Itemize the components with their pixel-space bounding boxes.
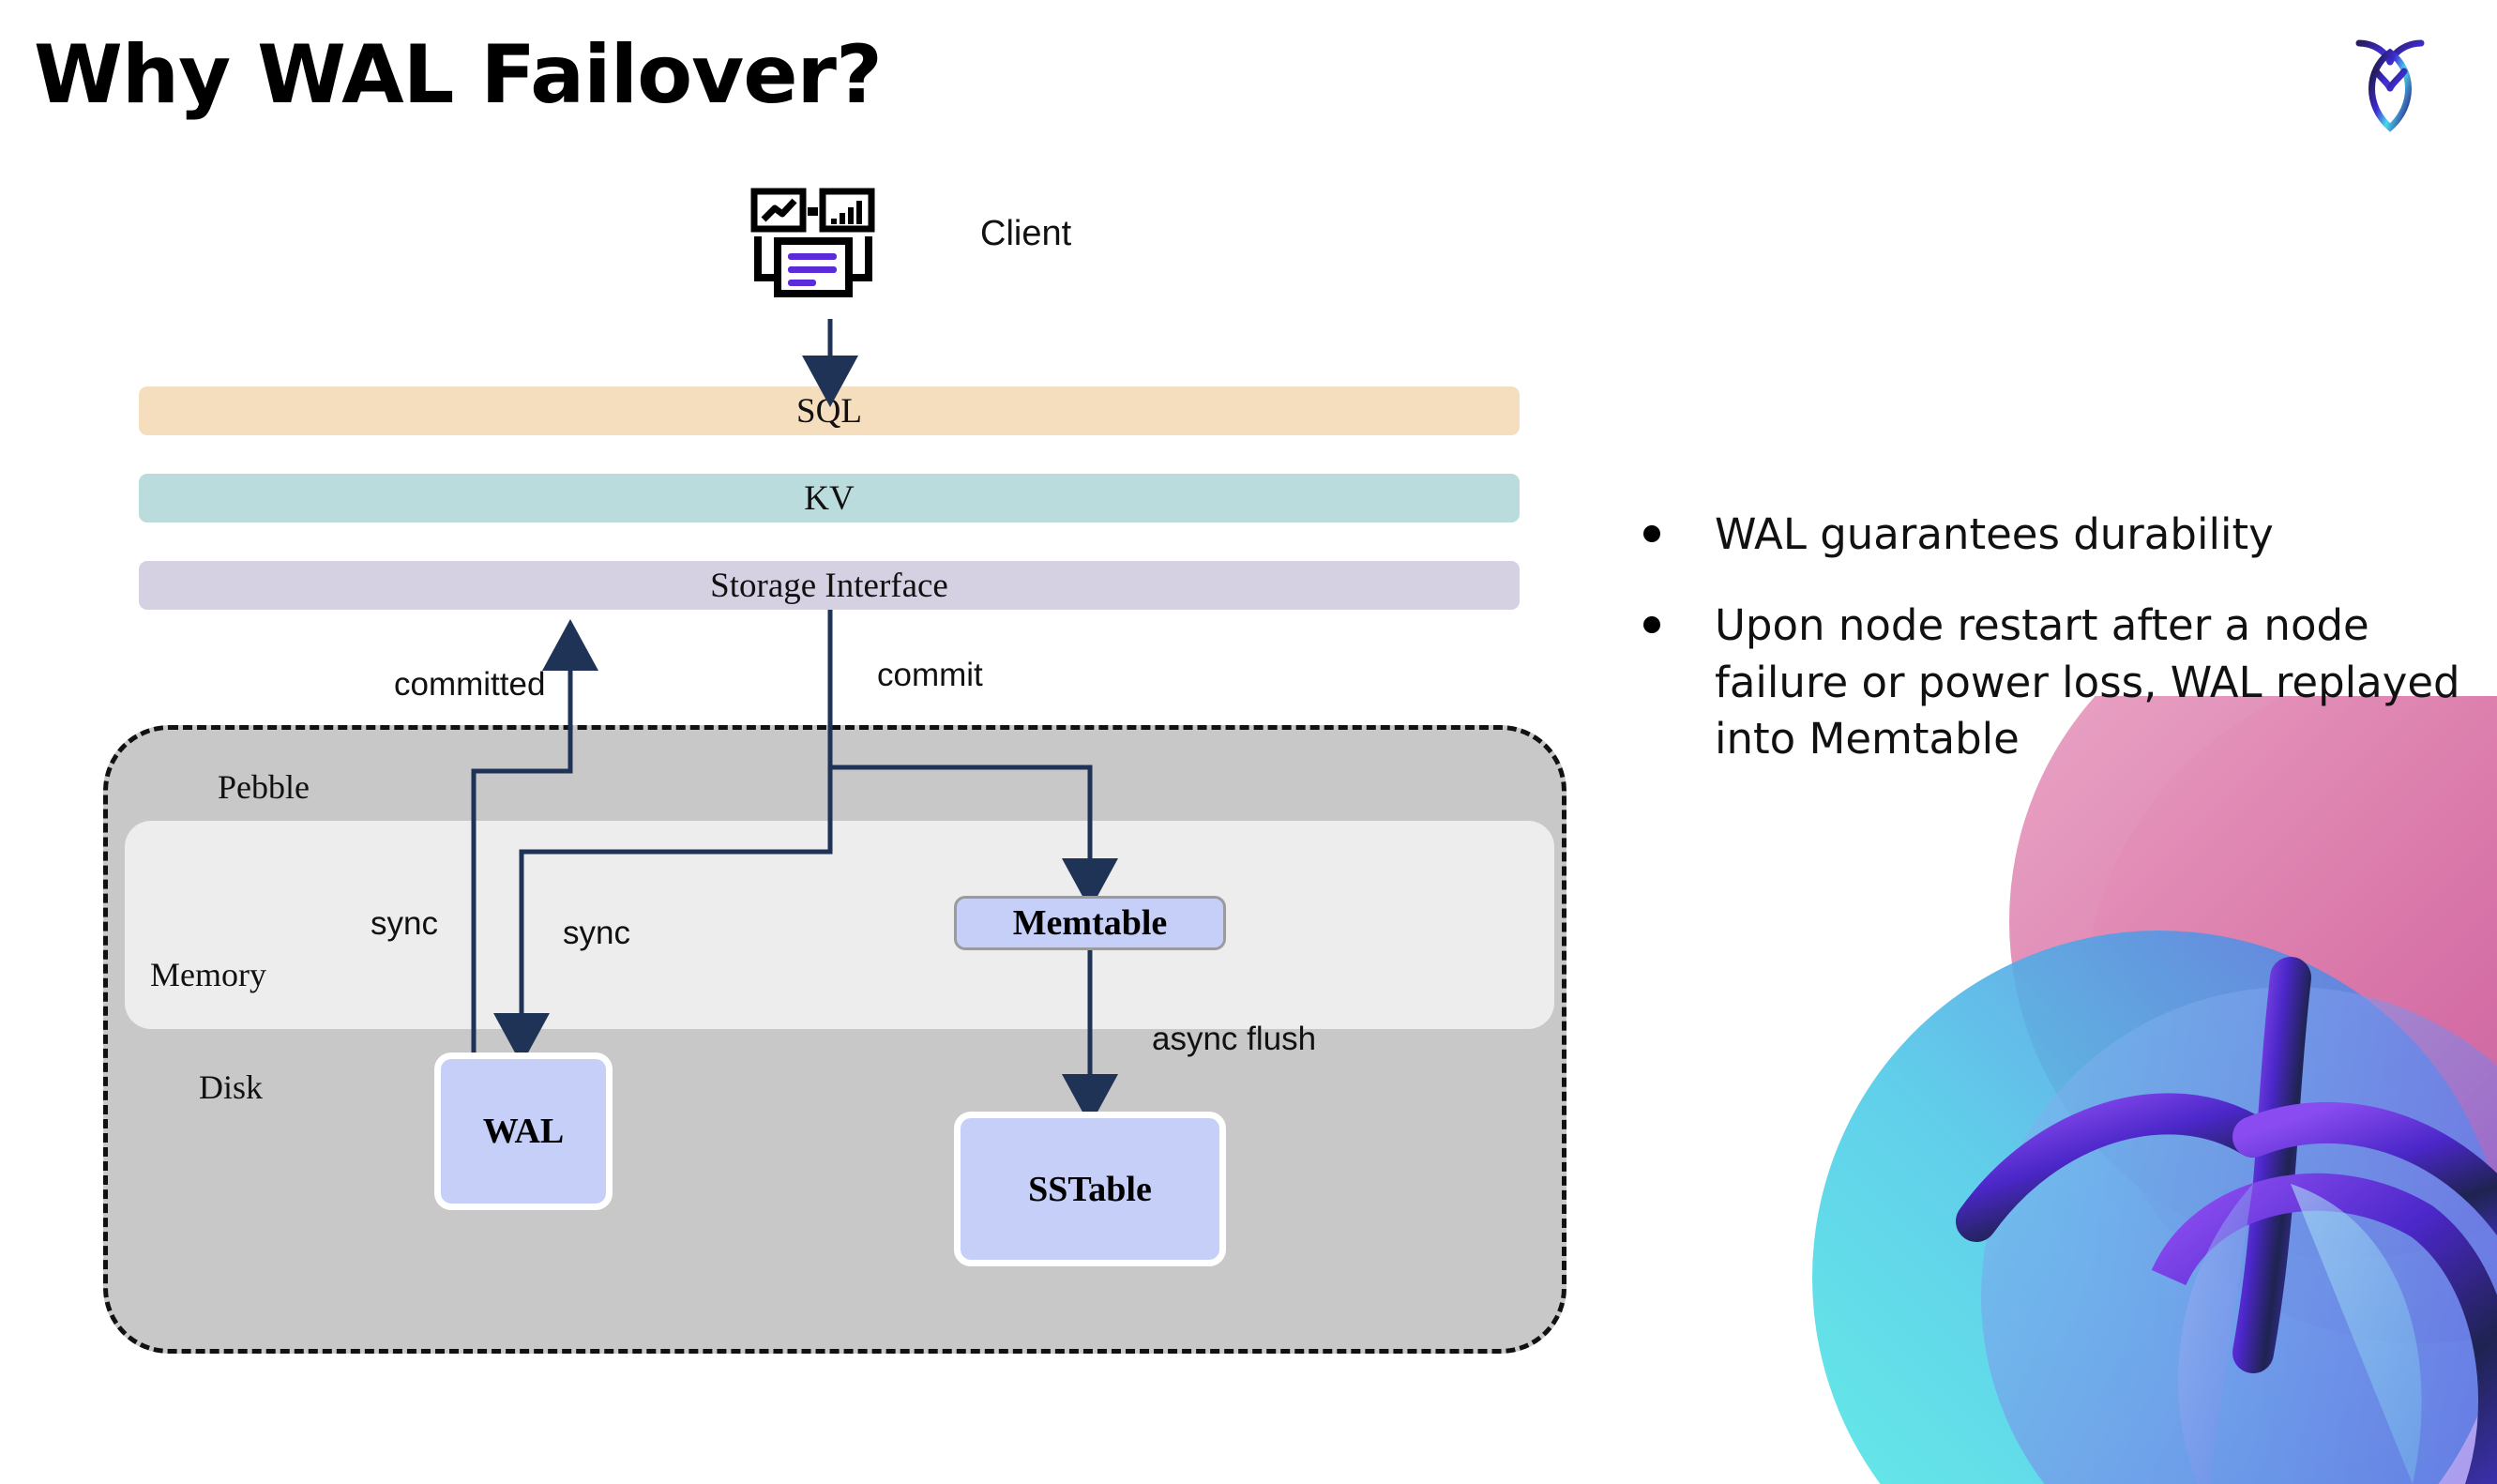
node-sstable: SSTable [954,1112,1226,1266]
pebble-container [103,725,1566,1354]
edge-label-commit: commit [877,657,983,693]
node-memtable-label: Memtable [1012,903,1168,943]
edge-label-sync-committed-path: sync [371,905,438,942]
layer-label-storage-interface: Storage Interface [710,566,948,605]
bullet-dot-icon [1643,525,1660,542]
memory-zone [125,821,1554,1029]
disk-zone-label: Disk [199,1068,264,1106]
memory-zone-label: Memory [150,956,266,993]
list-item: WAL guarantees durability [1643,507,2469,564]
layer-label-kv: KV [804,478,855,518]
notes-list: WAL guarantees durability Upon node rest… [1643,507,2469,802]
layer-label-sql: SQL [796,391,862,431]
layer-bar-kv: KV [139,474,1520,522]
node-memtable: Memtable [954,896,1226,950]
node-wal: WAL [434,1052,613,1210]
pebble-label: Pebble [218,768,310,806]
bullet-text: Upon node restart after a node failure o… [1715,599,2460,765]
node-sstable-label: SSTable [1028,1169,1152,1209]
list-item: Upon node restart after a node failure o… [1643,598,2469,768]
edge-label-async-flush: async flush [1152,1021,1317,1057]
layer-bar-storage-interface: Storage Interface [139,561,1520,610]
bullet-dot-icon [1643,615,1660,633]
edge-label-sync-write-path: sync [563,915,630,951]
cockroachdb-watermark-icon [1812,696,2497,1484]
client-workstation-icon [750,188,875,297]
node-wal-label: WAL [482,1112,565,1151]
edge-label-committed: committed [394,666,546,703]
layer-bar-sql: SQL [139,386,1520,435]
bullet-text: WAL guarantees durability [1715,509,2274,559]
cockroachdb-logo-icon [2355,39,2425,132]
page-title: Why WAL Failover? [34,28,883,122]
client-label: Client [980,214,1072,253]
architecture-diagram: Client SQL KV Storage Interface Pebble M… [103,188,1566,1354]
